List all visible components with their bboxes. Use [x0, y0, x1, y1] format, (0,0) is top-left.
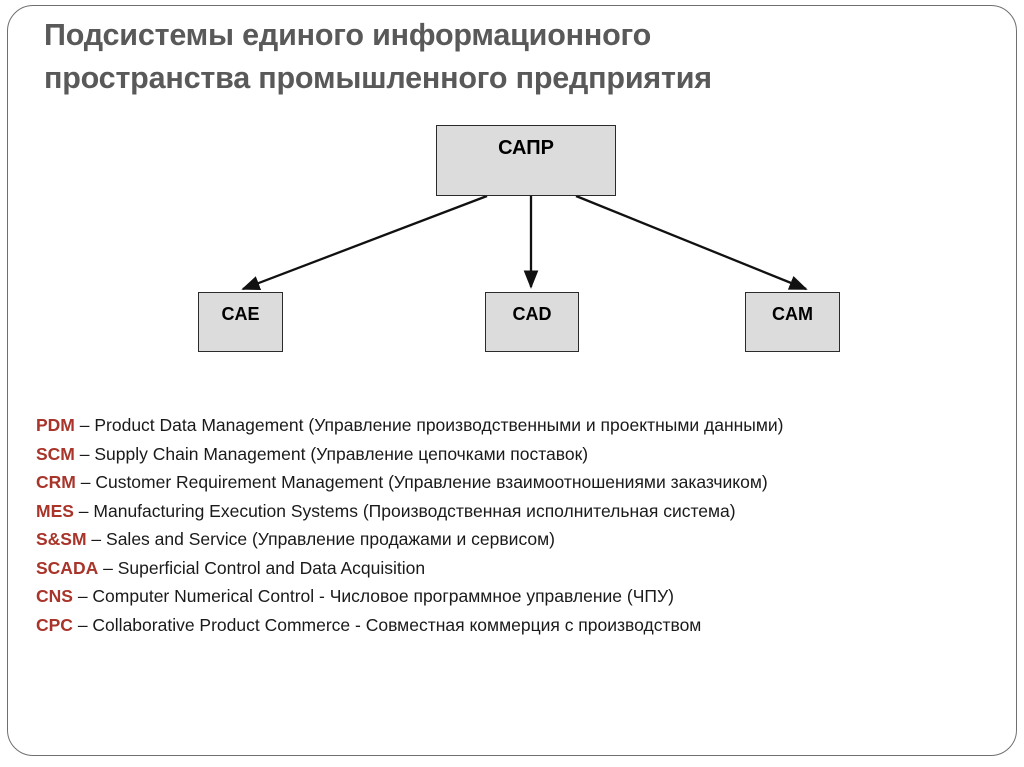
glossary-entry-pdm: PDM – Product Data Management (Управлени… [36, 411, 980, 440]
glossary-entry-cns: CNS – Computer Numerical Control - Число… [36, 582, 980, 611]
connector-sapr-to-cae [241, 194, 488, 291]
glossary-text-cpc: Collaborative Product Commerce - Совмест… [92, 614, 702, 635]
diagram-connectors [241, 194, 808, 291]
node-cam[interactable]: CAM [745, 292, 840, 352]
node-cad-label: CAD [512, 304, 552, 324]
node-cad[interactable]: CAD [485, 292, 579, 352]
node-cae-label: CAE [221, 304, 260, 324]
abbreviation-glossary: PDM – Product Data Management (Управлени… [36, 411, 980, 639]
connector-sapr-to-cam [575, 194, 808, 291]
glossary-dash-cpc: – [72, 614, 93, 635]
glossary-text-cns: Computer Numerical Control - Числовое пр… [92, 586, 674, 606]
glossary-abbr-cns: CNS [36, 586, 73, 606]
glossary-abbr-scm: SCM [36, 443, 75, 464]
glossary-entry-mes: MES – Manufacturing Execution Systems (П… [36, 497, 980, 526]
glossary-dash-mes: – [73, 500, 94, 521]
glossary-abbr-pdm: PDM [36, 415, 75, 435]
glossary-dash-cns: – [72, 586, 93, 606]
glossary-entry-scm: SCM – Supply Chain Management (Управлени… [36, 440, 980, 469]
glossary-text-scm: Supply Chain Management (Управление цепо… [94, 443, 589, 464]
node-sapr[interactable]: САПР [436, 125, 616, 196]
node-cam-label: CAM [772, 304, 813, 324]
glossary-dash-scada: – [98, 557, 118, 578]
glossary-entry-cpc: CPC – Collaborative Product Commerce - С… [36, 611, 980, 640]
glossary-text-crm: Customer Requirement Management (Управле… [95, 472, 768, 492]
glossary-text-ssm: Sales and Service (Управление продажами … [106, 529, 555, 549]
glossary-abbr-crm: CRM [36, 472, 76, 492]
glossary-text-mes: Manufacturing Execution Systems (Произво… [93, 500, 736, 521]
glossary-dash-crm: – [75, 472, 96, 492]
glossary-entry-crm: CRM – Customer Requirement Management (У… [36, 468, 980, 497]
glossary-abbr-mes: MES [36, 500, 74, 521]
sapr-hierarchy-diagram: САПР CAE CAD CAM [198, 125, 840, 352]
glossary-abbr-cpc: CPC [36, 614, 73, 635]
glossary-abbr-scada: SCADA [36, 557, 99, 578]
glossary-text-pdm: Product Data Management (Управление прои… [94, 415, 784, 435]
node-cae[interactable]: CAE [198, 292, 283, 352]
glossary-entry-ssm: S&SM – Sales and Service (Управление про… [36, 525, 980, 554]
glossary-dash-ssm: – [86, 529, 107, 549]
glossary-text-scada: Superficial Control and Data Acquisition [117, 557, 426, 578]
glossary-entry-scada: SCADA – Superficial Control and Data Acq… [36, 554, 980, 583]
glossary-dash-pdm: – [74, 415, 95, 435]
glossary-dash-scm: – [74, 443, 95, 464]
node-sapr-label: САПР [498, 137, 554, 159]
glossary-abbr-ssm: S&SM [36, 529, 87, 549]
page-title: Подсистемы единого информационного прост… [44, 18, 712, 95]
